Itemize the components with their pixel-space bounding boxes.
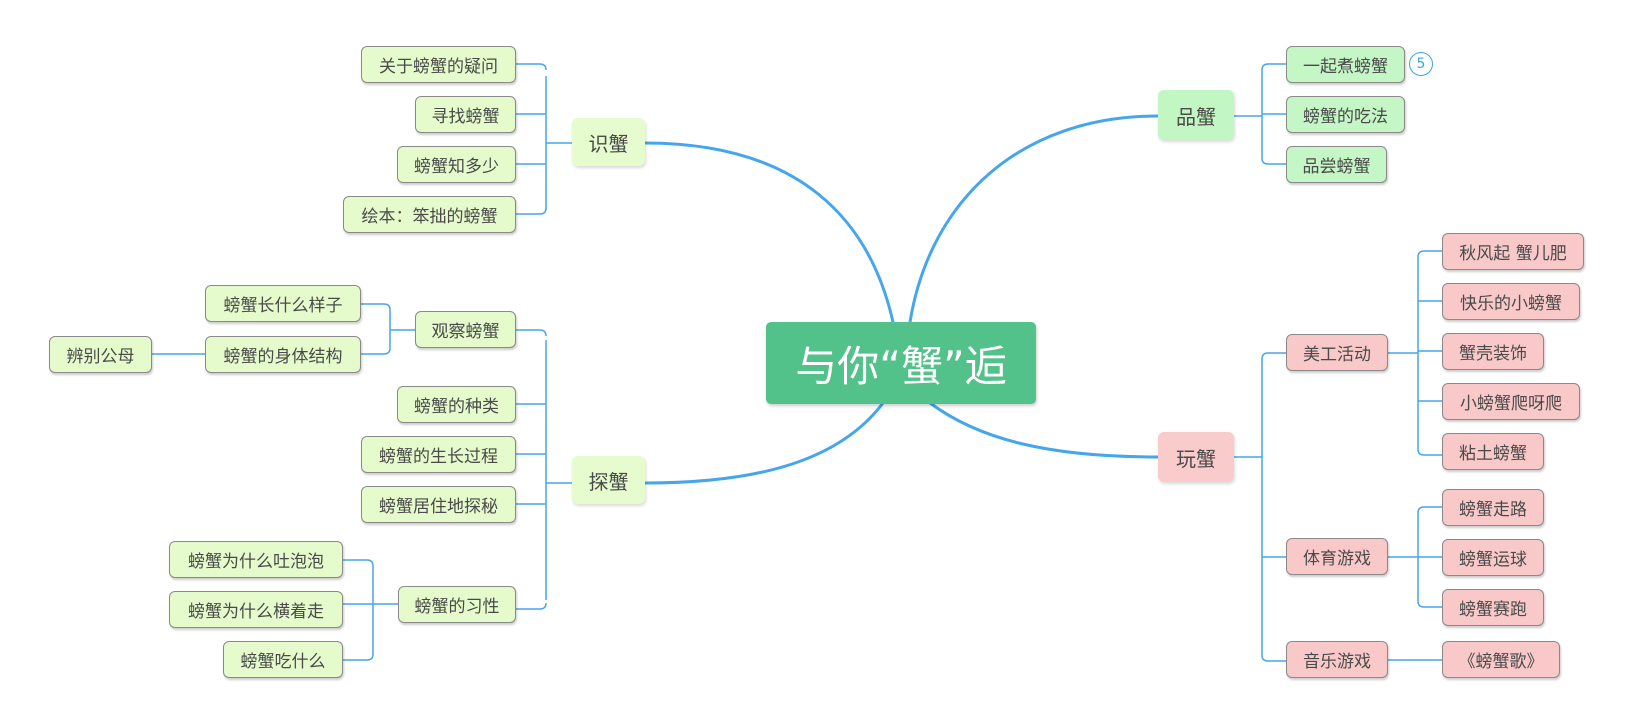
links-habits [343,559,398,661]
node-tanxie-habits[interactable]: 螃蟹的习性 [398,586,516,623]
node-tanxie-habitat[interactable]: 螃蟹居住地探秘 [361,486,516,523]
node-pinxie-cook[interactable]: 一起煮螃蟹 [1286,46,1405,83]
links-pinxie [1234,63,1286,165]
node-wanxie-sports[interactable]: 体育游戏 [1286,538,1388,575]
node-art-crawl[interactable]: 小螃蟹爬呀爬 [1442,383,1580,420]
node-habits-food[interactable]: 螃蟹吃什么 [223,641,343,678]
topic-wanxie[interactable]: 玩蟹 [1158,432,1234,482]
link-root-pinxie [908,114,1159,323]
node-sports-walk[interactable]: 螃蟹走路 [1442,489,1544,526]
node-art-happy-crab[interactable]: 快乐的小螃蟹 [1442,283,1580,320]
link-root-tanxie [644,402,885,485]
node-shixie-questions[interactable]: 关于螃蟹的疑问 [361,46,516,83]
node-shixie-find[interactable]: 寻找螃蟹 [415,96,516,133]
topic-tanxie[interactable]: 探蟹 [572,456,645,504]
node-habits-sideways[interactable]: 螃蟹为什么横着走 [169,591,343,628]
node-art-clay[interactable]: 粘土螃蟹 [1442,433,1544,470]
node-music-song[interactable]: 《螃蟹歌》 [1442,641,1560,678]
node-tanxie-observe[interactable]: 观察螃蟹 [415,311,516,348]
node-pinxie-taste[interactable]: 品尝螃蟹 [1286,146,1387,183]
links-tanxie [516,329,572,610]
node-observe-body[interactable]: 螃蟹的身体结构 [205,336,361,373]
node-art-autumn[interactable]: 秋风起 蟹儿肥 [1442,233,1584,270]
node-sports-ball[interactable]: 螃蟹运球 [1442,539,1544,576]
node-habits-bubbles[interactable]: 螃蟹为什么吐泡泡 [169,541,343,578]
link-root-shixie [644,141,895,323]
node-wanxie-music[interactable]: 音乐游戏 [1286,641,1388,678]
node-shixie-picturebook[interactable]: 绘本：笨拙的螃蟹 [343,196,516,233]
node-tanxie-kinds[interactable]: 螃蟹的种类 [397,386,516,423]
node-observe-appearance[interactable]: 螃蟹长什么样子 [205,285,361,322]
node-observe-gender[interactable]: 辨别公母 [49,336,152,373]
node-pinxie-ways[interactable]: 螃蟹的吃法 [1286,96,1405,133]
node-tanxie-growth[interactable]: 螃蟹的生长过程 [361,436,516,473]
root-topic[interactable]: 与你“蟹”逅 [766,322,1036,404]
links-observe [152,303,415,355]
links-wanxie [1234,352,1286,662]
links-shixie [516,63,572,215]
link-root-wanxie [929,401,1159,459]
links-sports [1388,506,1442,608]
node-wanxie-art[interactable]: 美工活动 [1286,334,1388,371]
links-art [1388,250,1442,456]
topic-shixie[interactable]: 识蟹 [572,118,645,166]
topic-pinxie[interactable]: 品蟹 [1158,90,1234,140]
node-sports-race[interactable]: 螃蟹赛跑 [1442,589,1544,626]
node-art-shell[interactable]: 蟹壳装饰 [1442,333,1544,370]
count-badge[interactable]: 5 [1409,52,1433,76]
node-shixie-knowledge[interactable]: 螃蟹知多少 [397,146,516,183]
